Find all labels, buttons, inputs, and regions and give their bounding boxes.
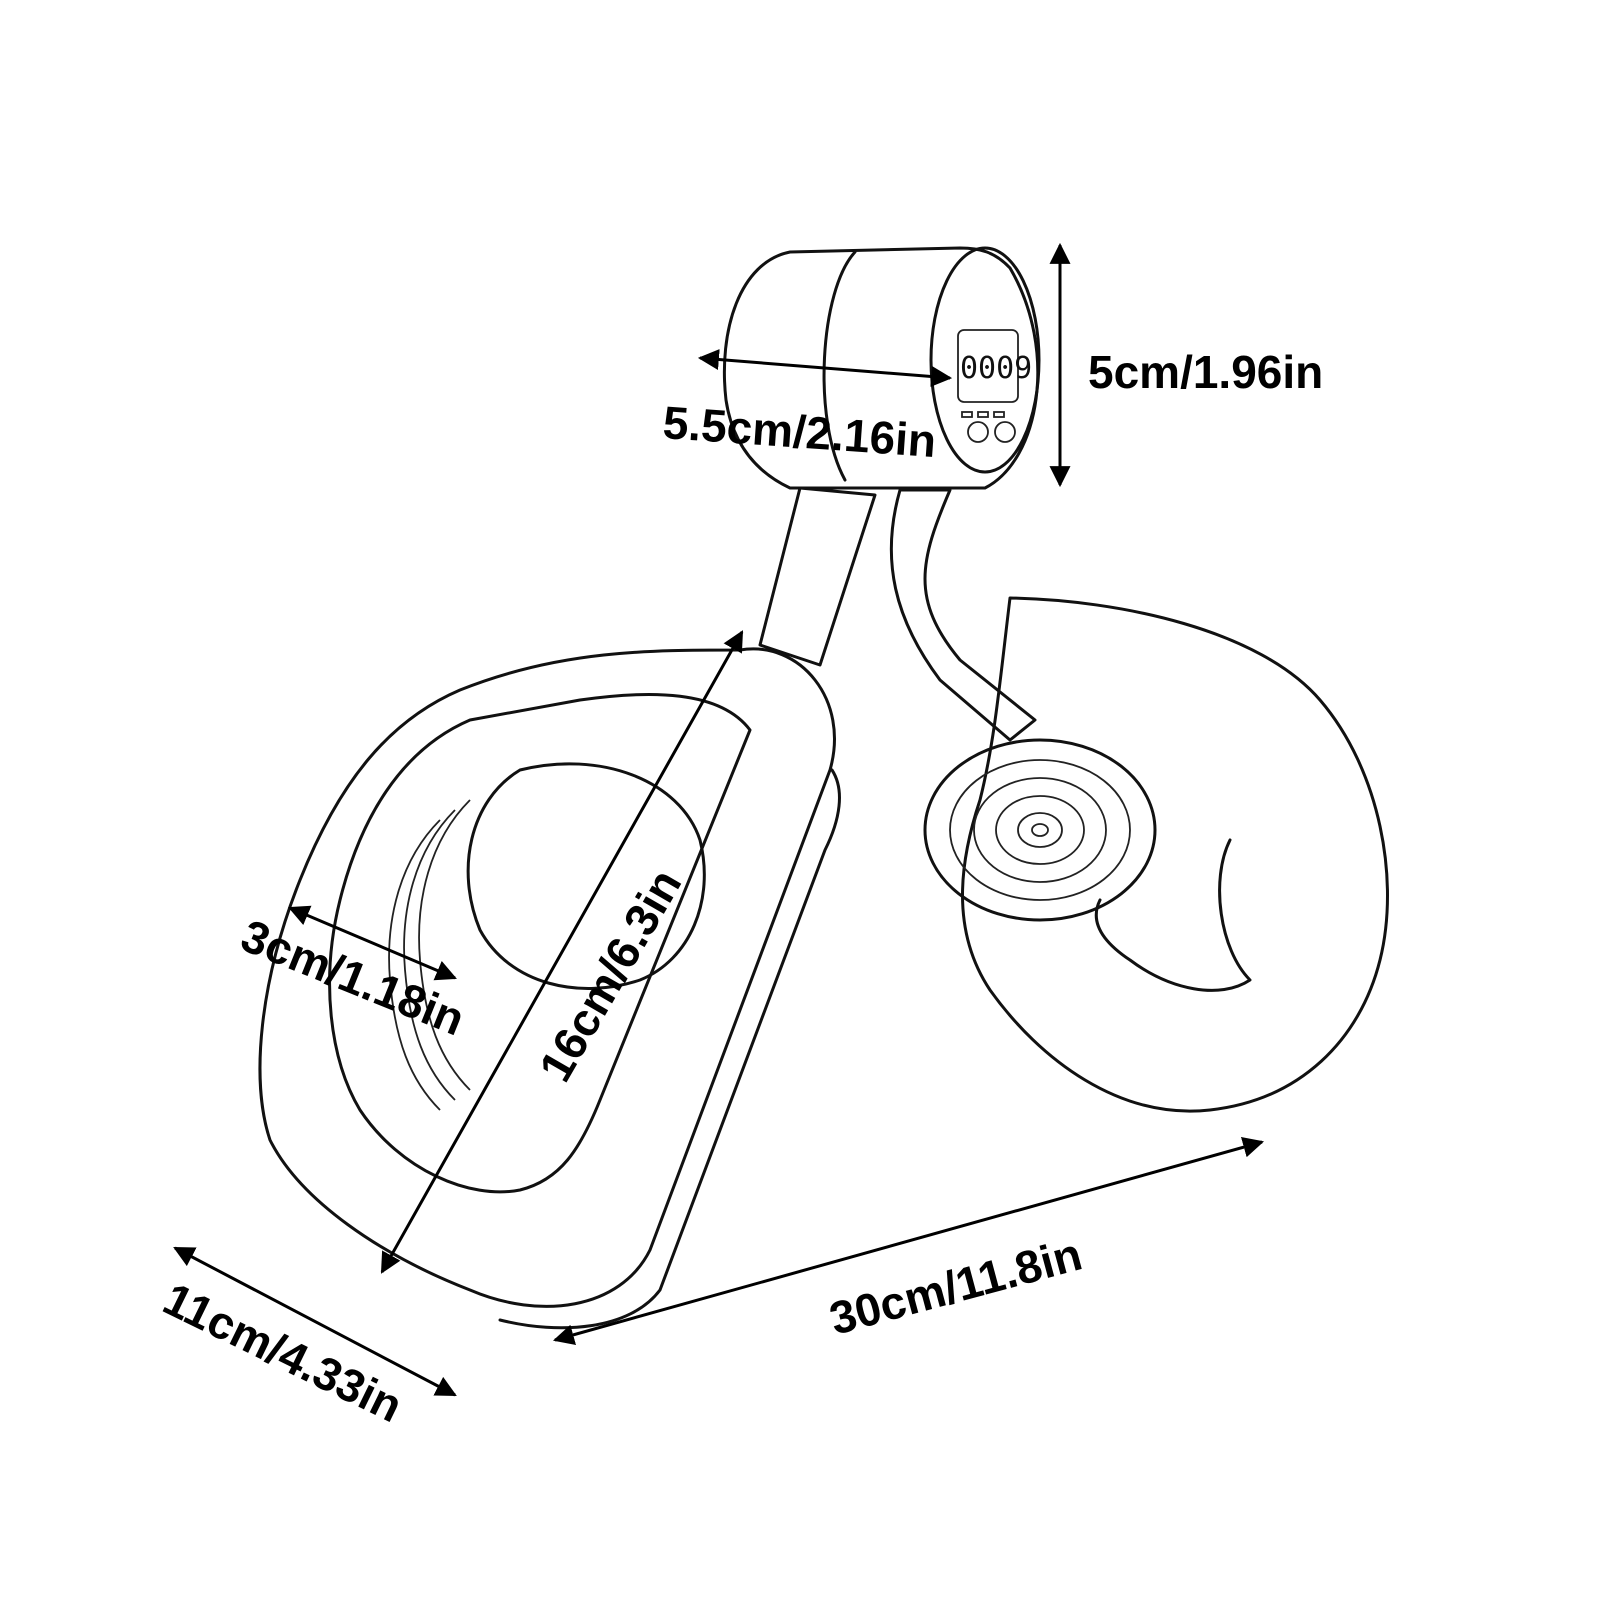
counter-button-right[interactable] bbox=[994, 421, 1016, 443]
counter-button-left[interactable] bbox=[967, 421, 989, 443]
lcd-screen bbox=[957, 329, 1019, 403]
right-arm bbox=[889, 488, 1037, 742]
label-depth-top: 5.5cm/2.16in bbox=[661, 396, 938, 467]
right-knee-pad bbox=[923, 596, 1389, 1113]
suction-base bbox=[923, 738, 1157, 922]
label-total-length: 30cm/11.8in bbox=[824, 1228, 1087, 1345]
arrow-depth-top bbox=[697, 349, 953, 387]
arrow-base-width bbox=[173, 1246, 457, 1397]
left-arm bbox=[758, 486, 877, 667]
dimension-arrows bbox=[173, 242, 1265, 1397]
arrow-pad-length bbox=[380, 630, 744, 1274]
label-height-top: 5cm/1.96in bbox=[1088, 346, 1323, 398]
label-pad-length: 16cm/6.3in bbox=[529, 860, 692, 1090]
counter-buttons bbox=[961, 411, 1016, 443]
arrow-total-length bbox=[552, 1136, 1265, 1346]
dimension-labels: 5.5cm/2.16in 5cm/1.96in 3cm/1.18in 16cm/… bbox=[156, 346, 1324, 1432]
counter-display-digits: 0009 bbox=[960, 351, 1032, 386]
